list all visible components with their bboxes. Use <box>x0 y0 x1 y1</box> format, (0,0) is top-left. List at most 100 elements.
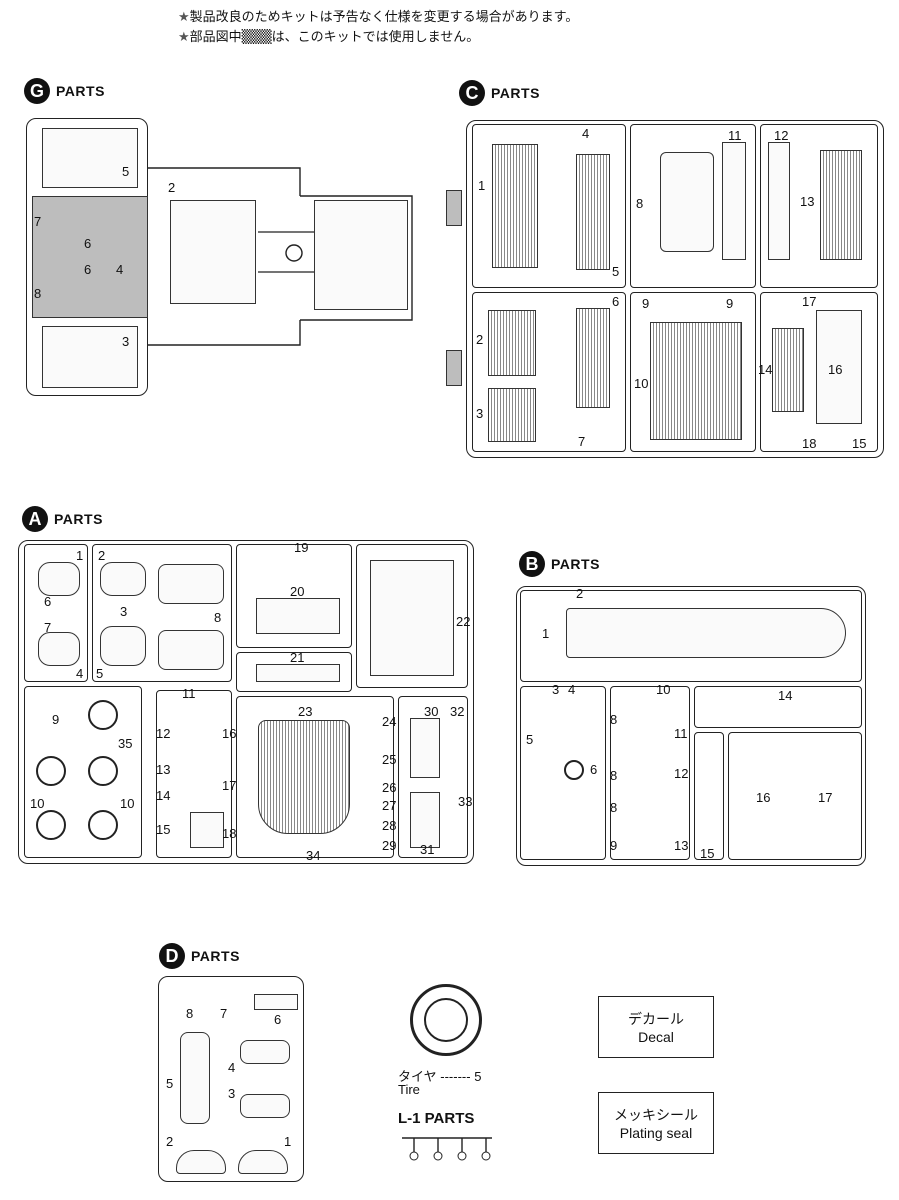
a-part-30 <box>410 718 440 778</box>
a-num-12: 12 <box>156 726 171 741</box>
a-num-2: 2 <box>98 548 106 563</box>
a-num-28: 28 <box>382 818 397 833</box>
c-num-1: 1 <box>478 178 486 193</box>
b-num-8a: 8 <box>610 712 618 727</box>
c-num-11: 11 <box>728 128 742 143</box>
a-num-26: 26 <box>382 780 397 795</box>
a-num-25: 25 <box>382 752 397 767</box>
a-num-5: 5 <box>96 666 104 681</box>
g-part-2 <box>170 200 256 304</box>
b-badge: B <box>519 551 545 577</box>
c-num-18: 18 <box>802 436 817 451</box>
a-num-33: 33 <box>458 794 473 809</box>
note-2: ★部品図中▒▒▒は、このキットでは使用しません。 <box>178 30 480 45</box>
d-parts-header: D PARTS <box>159 943 240 969</box>
c-part-10 <box>650 322 742 440</box>
c-cell-5 <box>630 292 756 452</box>
b-cell-chassis <box>520 590 862 682</box>
c-cell-2 <box>630 124 756 288</box>
c-cell-4 <box>472 292 626 452</box>
g-badge: G <box>24 78 50 104</box>
c-num-16: 16 <box>828 362 843 377</box>
a-cell-9 <box>398 696 468 858</box>
g-part-5 <box>42 128 138 188</box>
a-part-18 <box>190 812 224 848</box>
g-num-2: 2 <box>168 180 176 195</box>
b-cell-2 <box>610 686 690 860</box>
d-num-4: 4 <box>228 1060 236 1075</box>
a-parts-header: A PARTS <box>22 506 103 532</box>
d-part-4 <box>240 1040 290 1064</box>
a-num-1: 1 <box>76 548 84 563</box>
a-num-23: 23 <box>298 704 313 719</box>
g-parts-header: G PARTS <box>24 78 105 104</box>
b-num-11: 11 <box>674 726 688 741</box>
g-num-5: 5 <box>122 164 130 179</box>
tire-outer <box>410 984 482 1056</box>
a-cell-1 <box>24 544 88 682</box>
c-cell-1 <box>472 124 626 288</box>
b-num-1: 1 <box>542 626 550 641</box>
d-title: PARTS <box>191 948 240 964</box>
c-num-12: 12 <box>774 128 789 143</box>
c-num-14: 14 <box>758 362 773 377</box>
c-part-11 <box>722 142 746 260</box>
decal-box: デカール Decal <box>598 996 714 1058</box>
d-num-6: 6 <box>274 1012 282 1027</box>
a-num-34: 34 <box>306 848 321 863</box>
b-num-9: 9 <box>610 838 618 853</box>
g-unused-parts <box>32 196 148 318</box>
a-num-30: 30 <box>424 704 439 719</box>
g-num-4: 4 <box>116 262 124 277</box>
a-cell-6 <box>24 686 142 858</box>
b-num-8c: 8 <box>610 800 618 815</box>
b-cell-1 <box>520 686 606 860</box>
c-num-5: 5 <box>612 264 620 279</box>
d-num-8: 8 <box>186 1006 194 1021</box>
c-num-13: 13 <box>800 194 815 209</box>
a-num-16: 16 <box>222 726 237 741</box>
a-wheel-10d <box>88 810 118 840</box>
b-num-13: 13 <box>674 838 689 853</box>
g-part-1-frame <box>314 200 408 310</box>
d-num-5: 5 <box>166 1076 174 1091</box>
c-part-13 <box>820 150 862 260</box>
a-part-31 <box>410 792 440 848</box>
c-cell-6 <box>760 292 878 452</box>
c-num-7: 7 <box>578 434 586 449</box>
a-part-4 <box>38 632 80 666</box>
c-num-6: 6 <box>612 294 620 309</box>
g-num-3: 3 <box>122 334 130 349</box>
a-cell-8 <box>236 696 394 858</box>
a-title: PARTS <box>54 511 103 527</box>
a-num-29: 29 <box>382 838 397 853</box>
b-num-4: 4 <box>568 682 576 697</box>
c-part-12 <box>768 142 790 260</box>
a-part-5 <box>100 626 146 666</box>
c-part-1 <box>492 144 538 268</box>
c-num-10: 10 <box>634 376 649 391</box>
tire-label-en: Tire <box>398 1082 420 1097</box>
a-num-19: 19 <box>294 540 309 555</box>
b-num-8b: 8 <box>610 768 618 783</box>
a-badge: A <box>22 506 48 532</box>
a-num-8: 8 <box>214 610 222 625</box>
a-num-10b: 10 <box>120 796 135 811</box>
b-num-3: 3 <box>552 682 560 697</box>
b-num-17: 17 <box>818 790 833 805</box>
a-cell-3 <box>236 544 352 648</box>
a-part-23 <box>258 720 350 834</box>
a-num-11: 11 <box>182 686 196 701</box>
b-part-6 <box>564 760 584 780</box>
c-part-3 <box>488 388 536 442</box>
a-wheel-35 <box>88 700 118 730</box>
c-part-5 <box>576 154 610 270</box>
plating-en: Plating seal <box>619 1125 693 1141</box>
a-cell-5 <box>356 544 468 688</box>
b-parts-header: B PARTS <box>519 551 600 577</box>
a-num-20: 20 <box>290 584 305 599</box>
tire-inner <box>424 998 468 1042</box>
b-num-16: 16 <box>756 790 771 805</box>
